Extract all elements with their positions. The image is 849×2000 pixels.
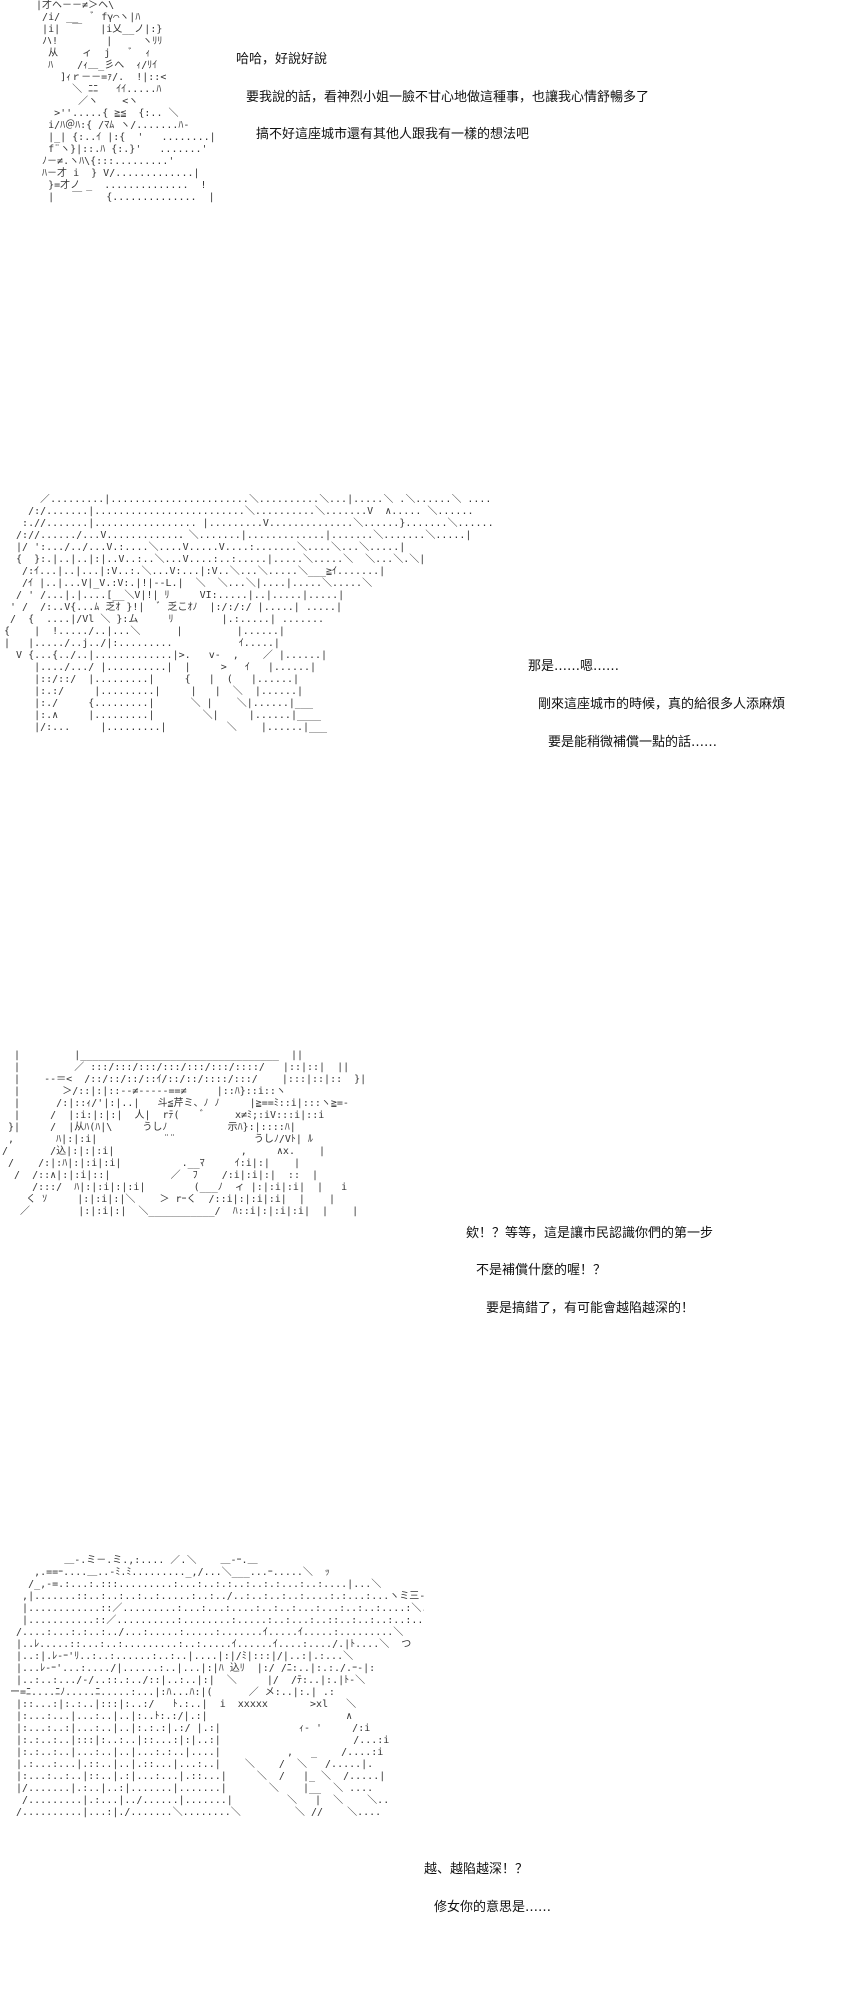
dialogue-line: 修女你的意思是…… (434, 1900, 552, 1915)
dialogue-line: 剛來這座城市的時候，真的給很多人添麻煩 (538, 697, 786, 712)
dialogue-line: 越、越陷越深！？ (424, 1862, 529, 1877)
panel-1: |才ヘ－－≠＞ヘ\ /i/ __ ﾞ fγ⌒ヽ|ﾊ |i| ￣ |i乂__ノ|:… (0, 0, 849, 310)
dialogue-line: 不是補償什麼的喔！？ (476, 1263, 607, 1278)
dialogue-line: 欸！？等等，這是讓市民認識你們的第一步 (466, 1226, 714, 1241)
panel-2: ／.........|.......................＼.....… (0, 490, 849, 865)
panel-3: | |_________________________________ || … (0, 1050, 849, 1340)
ascii-art-character-3: | |_________________________________ || … (2, 1050, 367, 1217)
panel-4: ＿-.ミ－.ミ.,:.... ／.＼ ＿-ｰ.＿ ,.==ｰ....＿..-ﾐ.… (0, 1555, 849, 1995)
ascii-art-character-4: ＿-.ミ－.ミ.,:.... ／.＼ ＿-ｰ.＿ ,.==ｰ....＿..-ﾐ.… (10, 1555, 424, 1818)
dialogue-line: 要我說的話，看神烈小姐一臉不甘心地做這種事，也讓我心情舒暢多了 (246, 90, 650, 105)
dialogue-line: 要是能稍微補償一點的話…… (548, 735, 718, 750)
ascii-art-character-1: |才ヘ－－≠＞ヘ\ /i/ __ ﾞ fγ⌒ヽ|ﾊ |i| ￣ |i乂__ノ|:… (36, 0, 216, 203)
dialogue-line: 要是搞錯了，有可能會越陷越深的！ (486, 1301, 695, 1316)
dialogue-line: 那是……嗯…… (528, 659, 620, 674)
ascii-art-character-2: ／.........|.......................＼.....… (4, 494, 494, 733)
dialogue-line: 搞不好這座城市還有其他人跟我有一樣的想法吧 (256, 127, 530, 142)
dialogue-line: 哈哈，好說好說 (236, 52, 328, 67)
